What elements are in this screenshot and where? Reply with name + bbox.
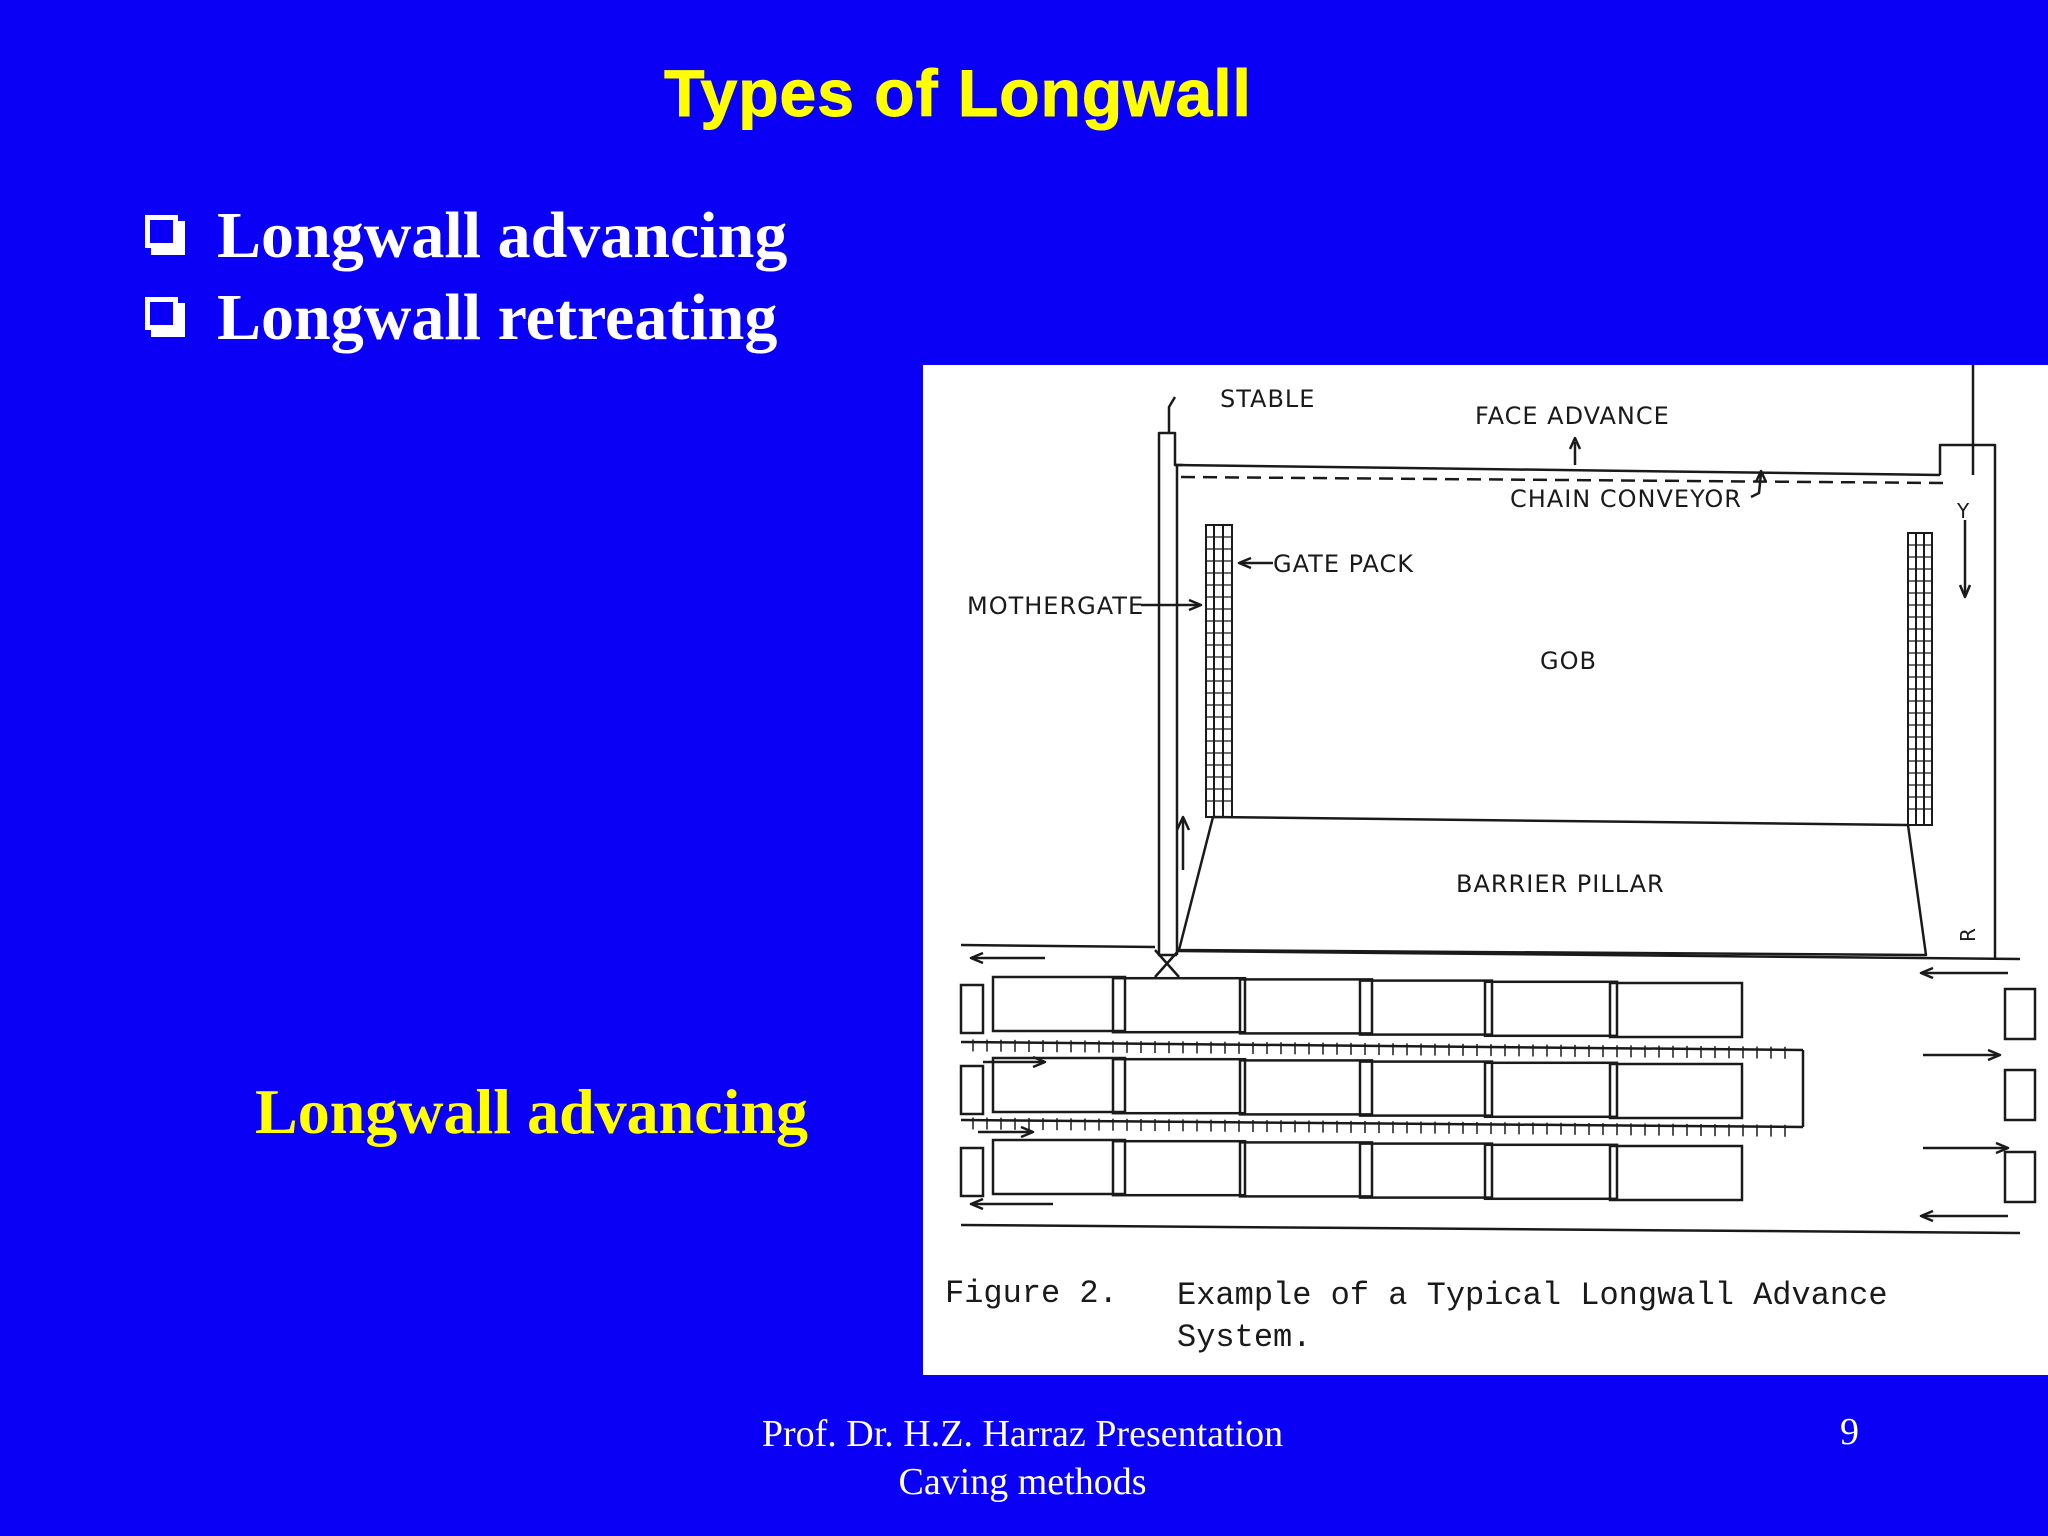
coal-pillar — [991, 1138, 1127, 1196]
figure-number: Figure 2. — [945, 1275, 1118, 1312]
footer: Prof. Dr. H.Z. Harraz Presentation Cavin… — [620, 1410, 1425, 1506]
longwall-diagram-figure: STABLE FACE ADVANCE CHAIN CONVEYOR GATE … — [923, 365, 2048, 1375]
coal-pillar-edge — [959, 1064, 985, 1116]
bullet-text: Longwall advancing — [217, 199, 788, 272]
coal-pillar — [1483, 1143, 1619, 1201]
coal-pillar-edge — [2003, 987, 2037, 1041]
coal-pillar — [1358, 1060, 1494, 1117]
label-r: R — [1956, 927, 1980, 942]
slide-title: Types of Longwall — [664, 56, 1252, 131]
bullet-item: Longwall retreating — [145, 277, 787, 359]
label-chain-conveyor: CHAIN CONVEYOR — [1510, 485, 1742, 513]
label-mothergate: MOTHERGATE — [967, 592, 1144, 620]
label-barrier-pillar: BARRIER PILLAR — [1456, 870, 1665, 898]
coal-pillar — [1358, 979, 1494, 1036]
coal-pillar — [1358, 1142, 1494, 1199]
label-face-advance: FACE ADVANCE — [1475, 402, 1670, 430]
coal-pillar — [1608, 1062, 1744, 1120]
coal-pillar — [1111, 1139, 1247, 1197]
coal-pillar — [1111, 1057, 1247, 1115]
coal-pillar-edge — [2003, 1068, 2037, 1122]
coal-pillar — [1238, 978, 1374, 1035]
coal-pillar — [1111, 976, 1247, 1034]
footer-topic: Caving methods — [898, 1461, 1147, 1503]
figure-caption: Figure 2. Example of a Typical Longwall A… — [945, 1275, 1997, 1359]
coal-pillar — [1483, 980, 1619, 1038]
coal-pillar — [1238, 1059, 1374, 1116]
footer-author: Prof. Dr. H.Z. Harraz Presentation — [761, 1413, 1284, 1455]
bullet-list: Longwall advancing Longwall retreating — [145, 195, 787, 359]
label-gob: GOB — [1540, 647, 1597, 675]
bullet-text: Longwall retreating — [217, 281, 778, 354]
longwall-diagram: STABLE FACE ADVANCE CHAIN CONVEYOR GATE … — [959, 365, 2037, 1235]
coal-pillar — [991, 1056, 1127, 1114]
coal-pillar — [1238, 1141, 1374, 1198]
checkbox-bullet-icon — [145, 297, 187, 339]
coal-pillar-edge — [959, 1146, 985, 1198]
checkbox-bullet-icon — [145, 215, 187, 257]
bullet-item: Longwall advancing — [145, 195, 787, 277]
coal-pillar-edge — [2003, 1150, 2037, 1204]
coal-pillar — [1483, 1061, 1619, 1119]
label-y: Y — [1956, 499, 1970, 523]
figure-caption-text: Example of a Typical Longwall Advance Sy… — [1177, 1277, 1888, 1356]
label-stable: STABLE — [1220, 385, 1315, 413]
page-number: 9 — [1840, 1411, 1859, 1453]
slide-subtitle: Longwall advancing — [255, 1076, 809, 1147]
label-gate-pack: GATE PACK — [1273, 550, 1414, 578]
coal-pillar-edge — [959, 983, 985, 1035]
coal-pillar — [991, 975, 1127, 1033]
coal-pillar — [1608, 981, 1744, 1039]
coal-pillar — [1608, 1144, 1744, 1202]
